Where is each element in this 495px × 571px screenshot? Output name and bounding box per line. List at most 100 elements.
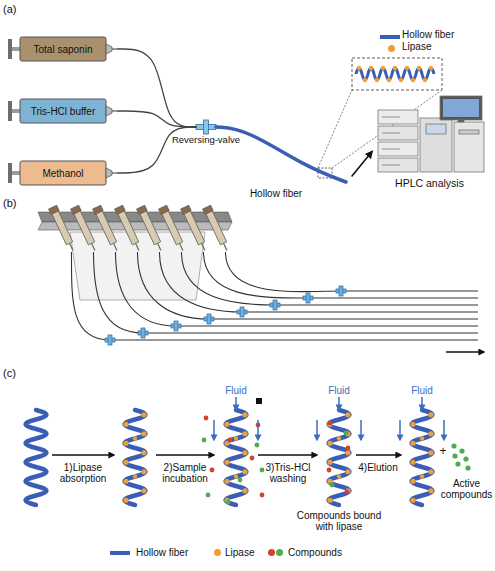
part-label: Hollow fiber	[236, 188, 316, 199]
fluid-arrow	[360, 420, 362, 440]
connector-line	[352, 152, 372, 176]
syringe-barrel	[20, 161, 106, 185]
hplc-monitor	[440, 96, 482, 120]
hplc-detail	[382, 133, 400, 134]
fluid-arrows	[214, 397, 444, 440]
step-arrow	[258, 454, 317, 456]
bound-compound-dots	[327, 421, 351, 495]
fiber-tube	[71, 252, 478, 340]
legend-dots-sample	[268, 549, 284, 556]
legend-label: Hollow fiber	[402, 29, 454, 40]
valve-symbol	[270, 300, 280, 310]
hplc-tower	[420, 118, 452, 172]
syringe-label: Tris-HCl buffer	[20, 98, 106, 124]
step-label: 2)Sample incubation	[151, 462, 219, 484]
connector-line	[118, 127, 196, 173]
fiber-tube	[182, 252, 479, 305]
flow-arrow	[446, 351, 484, 353]
fluid-arrow	[399, 420, 401, 440]
fiber-tube	[204, 252, 479, 298]
syringe: Total saponin	[8, 36, 118, 62]
legend-label: Lipase	[402, 41, 431, 52]
legend-swatch	[388, 45, 395, 52]
hplc-module	[378, 110, 418, 124]
result-label: Active compounds	[438, 478, 495, 500]
fluid-label: Fluid	[397, 385, 447, 396]
hplc-module	[378, 126, 418, 140]
hollow-fiber-helix	[26, 410, 47, 505]
hollow-fiber-helix	[329, 410, 350, 505]
plus-sign: +	[437, 446, 449, 457]
syringe-label: Methanol	[20, 160, 106, 186]
sample-marker	[256, 398, 262, 404]
syringe: Methanol	[8, 160, 118, 186]
syringe-tip	[106, 168, 112, 178]
fiber-tube	[138, 252, 479, 319]
step-arrow	[356, 454, 401, 456]
step-arrow	[156, 454, 214, 456]
instrument-label: HPLC analysis	[372, 178, 487, 190]
valve-symbol	[336, 286, 346, 296]
plunger-handle	[8, 39, 12, 59]
hplc-computer	[454, 122, 484, 172]
legend-dot	[268, 549, 275, 556]
compound-dots	[202, 416, 265, 505]
syringe-barrel	[20, 99, 106, 123]
step-label: 4)Elution	[353, 462, 403, 473]
valve-symbol	[237, 307, 247, 317]
fluid-arrow	[235, 397, 237, 410]
hplc-panel	[426, 124, 446, 134]
valve-body	[204, 120, 209, 134]
step-label: 1)Lipase absorption	[49, 462, 117, 484]
hplc-detail	[382, 117, 400, 118]
fluid-label: Fluid	[314, 385, 364, 396]
hplc-instrument-box: HPLC analysis	[372, 94, 487, 190]
valve-label: Reversing-valve	[156, 135, 256, 145]
hplc-stand	[458, 120, 464, 122]
fiber-tube	[160, 252, 479, 312]
syringe-barrel	[20, 37, 106, 61]
connector	[118, 127, 196, 173]
valve-array	[105, 286, 346, 345]
panel-label: (a)	[3, 4, 33, 15]
active-compound-dots	[451, 443, 470, 470]
valve-symbol	[105, 335, 115, 345]
syringe: Tris-HCl buffer	[8, 98, 118, 124]
panel-label: (b)	[3, 198, 33, 209]
valve-symbol	[303, 293, 313, 303]
rack-back	[38, 212, 232, 222]
valve-symbol	[171, 321, 181, 331]
hplc-module	[378, 142, 418, 156]
lipase-dots	[123, 412, 146, 503]
state-label: Compounds bound with lipase	[294, 510, 384, 532]
hplc-detail	[382, 149, 400, 150]
fluid-arrow	[421, 397, 423, 410]
hplc-instrument	[378, 96, 484, 172]
hollow-fiber-tube	[216, 127, 346, 182]
rack-front	[38, 222, 232, 230]
legend-line-sample	[110, 551, 130, 555]
legend-line-sample	[380, 35, 400, 39]
fiber-tube	[94, 252, 479, 333]
plunger-handle	[8, 163, 12, 183]
zoom-inset	[352, 58, 442, 90]
syringe-label: Total saponin	[20, 36, 106, 62]
hplc-screen	[443, 99, 479, 117]
syringe-tip	[106, 106, 112, 116]
syringe-needle	[112, 48, 118, 49]
step-arrows	[52, 454, 401, 456]
step-arrow	[52, 454, 114, 456]
legend-dot	[276, 549, 283, 556]
legend-label: Compounds	[288, 547, 342, 558]
fluid-arrow	[257, 420, 259, 440]
reversing-valve: Reversing-valve	[196, 120, 216, 134]
connector-line	[118, 111, 196, 127]
fluid-arrow	[443, 420, 445, 440]
fiber-tubes	[71, 252, 478, 340]
fiber-tube	[226, 252, 479, 292]
fiber-tube	[116, 252, 479, 326]
zoom-frame	[318, 168, 332, 178]
valve-outline	[196, 120, 216, 134]
